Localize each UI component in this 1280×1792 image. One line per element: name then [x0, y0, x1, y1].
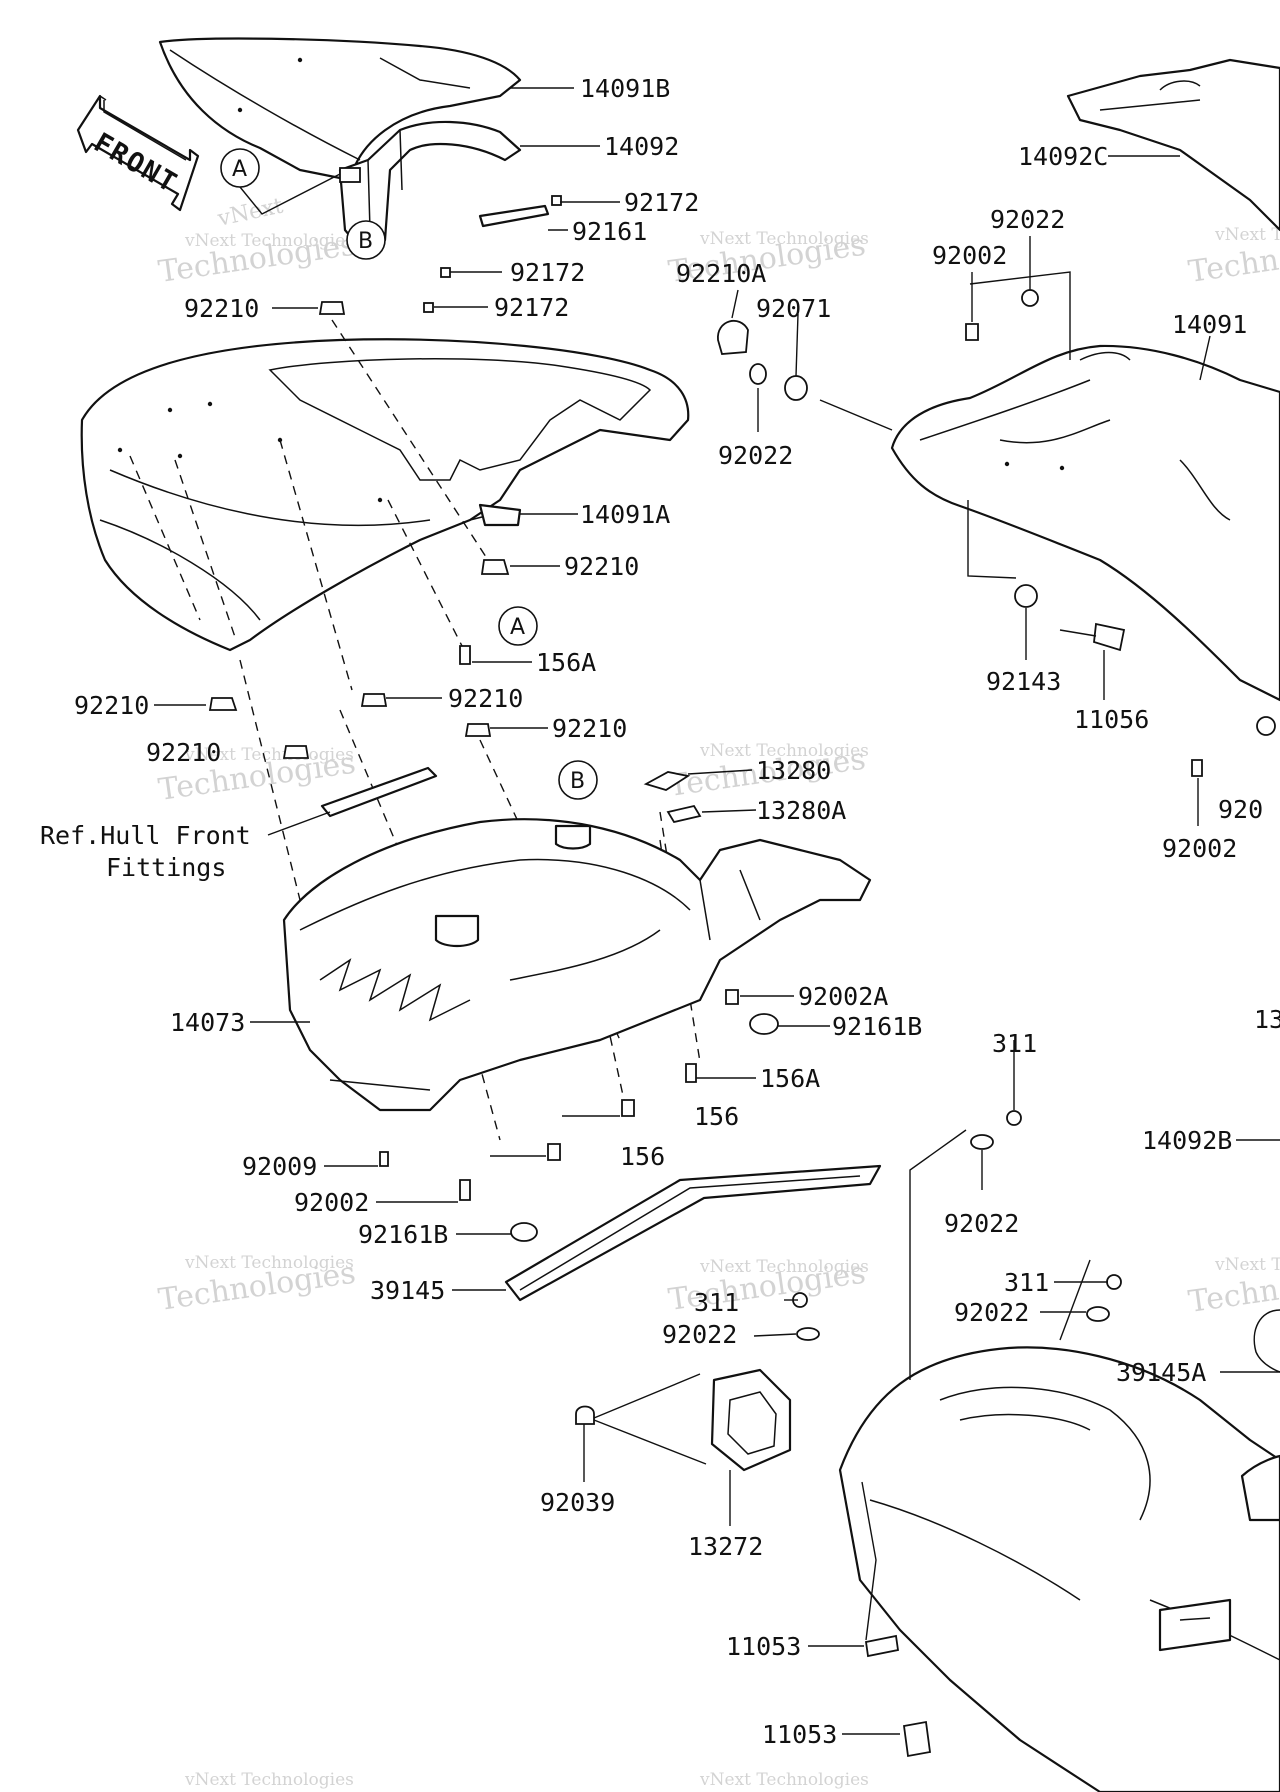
watermark: vNext Technologies — [184, 231, 354, 251]
label-11056: 11056 — [1074, 705, 1149, 734]
label-156: 156 — [620, 1142, 665, 1171]
label-92002: 92002 — [294, 1188, 369, 1217]
label-14091A: 14091A — [580, 500, 670, 529]
part-39145A-illustration — [1253, 1309, 1280, 1373]
label-92210: 92210 — [564, 552, 639, 581]
svg-text:B: B — [358, 229, 373, 254]
watermark: vNext Technologies — [699, 229, 869, 249]
label-92002: 92002 — [932, 241, 1007, 270]
callout-b-top: B — [346, 220, 386, 260]
label-92210A: 92210A — [676, 259, 766, 288]
watermark: vNext Technologies — [184, 745, 354, 765]
label-14091: 14091 — [1172, 310, 1247, 339]
label-92039: 92039 — [540, 1488, 615, 1517]
callout-b-mid: B — [558, 760, 598, 800]
part-14091A-illustration — [80, 338, 690, 652]
callout-a-top: A — [220, 148, 260, 188]
clips-92210 — [208, 301, 510, 759]
label-92143: 92143 — [986, 667, 1061, 696]
deck-fasteners — [379, 989, 779, 1242]
part-14073-illustration — [282, 818, 872, 1112]
label-311: 311 — [694, 1288, 739, 1317]
part-14091-illustration — [890, 344, 1280, 702]
label-92002A: 92002A — [798, 982, 888, 1011]
front-arrow-icon: FRONT — [76, 94, 200, 212]
bottom-fasteners — [575, 1110, 1122, 1758]
label-156A: 156A — [536, 648, 596, 677]
label-311: 311 — [992, 1029, 1037, 1058]
label-13280A: 13280A — [756, 796, 846, 825]
part-13280-illustration — [643, 771, 702, 824]
label-92210: 92210 — [146, 738, 221, 767]
part-92161-illustration — [478, 204, 550, 228]
label-92161B: 92161B — [832, 1012, 922, 1041]
watermark: vNext Technologies — [699, 1770, 869, 1790]
label-92172: 92172 — [624, 188, 699, 217]
label-14092: 14092 — [604, 132, 679, 161]
label-92071: 92071 — [756, 294, 831, 323]
svg-text:B: B — [570, 769, 585, 794]
watermark: vNext Technologies — [1214, 1255, 1280, 1275]
label-92210: 92210 — [184, 294, 259, 323]
label-92022: 92022 — [944, 1209, 1019, 1238]
label-11053: 11053 — [762, 1720, 837, 1749]
label-ref-fittings: Fittings — [106, 853, 226, 882]
label-14091B: 14091B — [580, 74, 670, 103]
label-92172: 92172 — [510, 258, 585, 287]
svg-text:A: A — [510, 615, 525, 640]
watermark: vNext Technologies — [699, 741, 869, 761]
part-labels: 14091B 14092 92172 92161 92172 92172 922… — [40, 74, 1280, 1749]
part-14092C-illustration — [1066, 58, 1280, 232]
leader-lines — [154, 87, 1280, 1735]
label-11053: 11053 — [726, 1632, 801, 1661]
label-156A: 156A — [760, 1064, 820, 1093]
label-156: 156 — [694, 1102, 739, 1131]
label-92022: 92022 — [954, 1298, 1029, 1327]
watermark: vNext Technologies — [184, 1253, 354, 1273]
label-39145A: 39145A — [1116, 1358, 1206, 1387]
right-upper-fasteners — [717, 289, 1276, 777]
hull-front-illustration — [838, 1346, 1280, 1792]
part-39145-illustration — [504, 1164, 882, 1302]
label-13272: 13272 — [688, 1532, 763, 1561]
label-92210: 92210 — [74, 691, 149, 720]
label-92210: 92210 — [448, 684, 523, 713]
watermark: vNext Technologies — [184, 1770, 354, 1790]
label-39145: 39145 — [370, 1276, 445, 1305]
label-13280: 13280 — [756, 756, 831, 785]
label-92022: 92022 — [662, 1320, 737, 1349]
watermark: vNext Technologies — [1214, 225, 1280, 245]
label-92161: 92161 — [572, 217, 647, 246]
callout-a-mid: A — [498, 606, 538, 646]
label-92022-partial: 920 — [1218, 795, 1263, 824]
label-ref-hull-front: Ref.Hull Front — [40, 821, 251, 850]
bolts-156A — [459, 645, 697, 1083]
fasteners-92172 — [423, 195, 562, 313]
label-92002: 92002 — [1162, 834, 1237, 863]
svg-text:A: A — [232, 157, 247, 182]
label-14073: 14073 — [170, 1008, 245, 1037]
label-14092C: 14092C — [1018, 142, 1108, 171]
label-92172: 92172 — [494, 293, 569, 322]
label-14092B: 14092B — [1142, 1126, 1232, 1155]
watermark: vNext Technologies — [699, 1257, 869, 1277]
label-92022: 92022 — [718, 441, 793, 470]
label-92022: 92022 — [990, 205, 1065, 234]
part-13272-illustration — [710, 1368, 792, 1472]
label-92009: 92009 — [242, 1152, 317, 1181]
part-14091B-illustration — [158, 37, 522, 250]
label-92161B: 92161B — [358, 1220, 448, 1249]
clip-icon — [339, 167, 361, 183]
label-311: 311 — [1004, 1268, 1049, 1297]
label-92210: 92210 — [552, 714, 627, 743]
label-13-partial: 13 — [1254, 1005, 1280, 1034]
